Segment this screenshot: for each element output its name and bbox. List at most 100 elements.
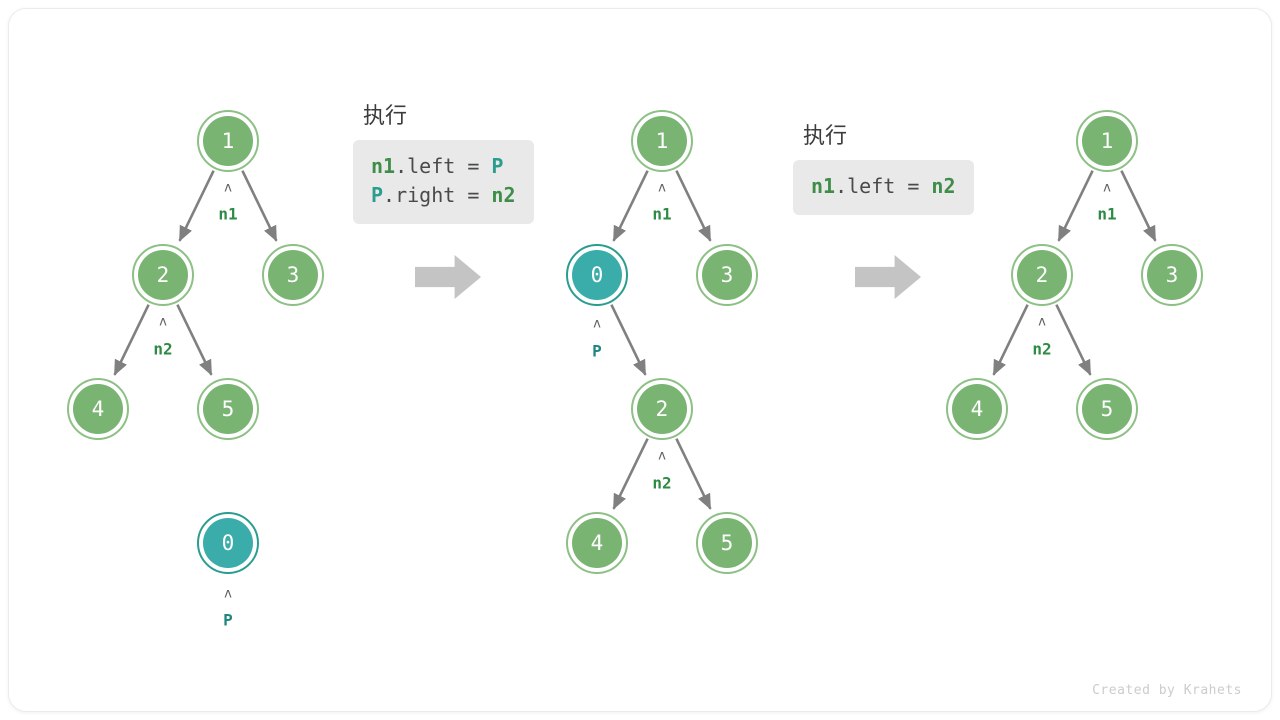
tree-node[interactable]: 0: [566, 244, 628, 306]
code-token: .left =: [395, 154, 492, 178]
node-outer-ring: [566, 512, 628, 574]
pointer-caret-icon: ʌ: [224, 181, 232, 196]
tree-edge: [1055, 304, 1092, 376]
pointer-label: P: [592, 342, 602, 361]
tree-node[interactable]: 5: [197, 378, 259, 440]
tree-node[interactable]: 2: [1011, 244, 1073, 306]
execute-caption: 执行: [803, 123, 848, 148]
node-circle: [1017, 250, 1067, 300]
pointer-caret-icon: ʌ: [593, 317, 601, 332]
node-outer-ring: [1141, 244, 1203, 306]
node-circle: [268, 250, 318, 300]
node-value-label: 5: [721, 531, 734, 555]
node-circle: [637, 384, 687, 434]
pointer-label: n2: [153, 340, 172, 359]
node-circle: [203, 384, 253, 434]
tree-edge: [612, 438, 649, 510]
node-value-label: 0: [222, 531, 235, 555]
tree-edge: [178, 170, 215, 242]
node-outer-ring: [197, 110, 259, 172]
node-value-label: 4: [971, 397, 984, 421]
tree-edge: [176, 304, 213, 376]
tree-node[interactable]: 3: [696, 244, 758, 306]
tree-node[interactable]: 2: [631, 378, 693, 440]
tree-edge: [113, 304, 150, 376]
pointer-caret-icon: ʌ: [224, 587, 232, 602]
tree-node[interactable]: 3: [262, 244, 324, 306]
pointer-label: P: [223, 611, 233, 630]
tree-node[interactable]: 2: [132, 244, 194, 306]
node-circle: [572, 518, 622, 568]
tree-edge: [675, 438, 712, 510]
tree-node[interactable]: 0: [197, 512, 259, 574]
node-circle: [952, 384, 1002, 434]
code-token: n2: [931, 174, 956, 198]
node-outer-ring: [1011, 244, 1073, 306]
credit-text: Created by Krahets: [1092, 683, 1242, 698]
node-outer-ring: [1076, 378, 1138, 440]
node-circle: [138, 250, 188, 300]
execute-caption: 执行: [363, 103, 408, 128]
pointer-caret-icon: ʌ: [1103, 181, 1111, 196]
node-circle: [1082, 384, 1132, 434]
pointer-caret-icon: ʌ: [159, 315, 167, 330]
tree-edge: [675, 170, 712, 242]
step-block-arrow: [415, 255, 481, 299]
node-value-label: 2: [157, 263, 170, 287]
node-outer-ring: [67, 378, 129, 440]
tree-edges-layer: [113, 170, 1157, 510]
tree-node[interactable]: 4: [67, 378, 129, 440]
tree-node[interactable]: 3: [1141, 244, 1203, 306]
node-value-label: 2: [656, 397, 669, 421]
node-value-label: 0: [591, 263, 604, 287]
tree-edge: [610, 304, 647, 376]
tree-edge: [1120, 170, 1157, 242]
tree-edge: [992, 304, 1029, 376]
node-value-label: 5: [1101, 397, 1114, 421]
pointer-caret-icon: ʌ: [658, 181, 666, 196]
tree-node[interactable]: 4: [566, 512, 628, 574]
node-circle: [702, 250, 752, 300]
code-line: P.right = n2: [371, 181, 516, 210]
node-value-label: 3: [721, 263, 734, 287]
code-token: n1: [371, 154, 396, 178]
tree-nodes-layer: 1 2 3 4 5 0 1 0 3 2 4 5 1 2 3 4 5: [67, 110, 1203, 574]
tree-node[interactable]: 5: [1076, 378, 1138, 440]
tree-edge: [1057, 170, 1094, 242]
tree-node[interactable]: 1: [1076, 110, 1138, 172]
code-snippet-box: n1.left = n2: [793, 160, 974, 215]
tree-edge: [241, 170, 278, 242]
node-outer-ring: [696, 512, 758, 574]
node-outer-ring: [197, 378, 259, 440]
code-token: P: [371, 183, 384, 207]
node-value-label: 1: [222, 129, 235, 153]
node-circle: [203, 116, 253, 166]
node-outer-ring: [132, 244, 194, 306]
tree-node[interactable]: 1: [631, 110, 693, 172]
pointer-label: n1: [218, 205, 237, 224]
node-outer-ring: [946, 378, 1008, 440]
node-circle: [203, 518, 253, 568]
tree-node[interactable]: 4: [946, 378, 1008, 440]
tree-node[interactable]: 5: [696, 512, 758, 574]
node-outer-ring: [566, 244, 628, 306]
node-value-label: 4: [92, 397, 105, 421]
node-outer-ring: [197, 512, 259, 574]
node-circle: [637, 116, 687, 166]
step-block-arrow: [855, 255, 921, 299]
code-token: .left =: [835, 174, 932, 198]
code-token: P: [491, 154, 504, 178]
tree-node[interactable]: 1: [197, 110, 259, 172]
node-value-label: 1: [656, 129, 669, 153]
node-value-label: 2: [1036, 263, 1049, 287]
node-value-label: 4: [591, 531, 604, 555]
pointer-label: n2: [1032, 340, 1051, 359]
node-circle: [1147, 250, 1197, 300]
code-line: n1.left = P: [371, 152, 516, 181]
node-circle: [1082, 116, 1132, 166]
pointer-label: n1: [652, 205, 671, 224]
